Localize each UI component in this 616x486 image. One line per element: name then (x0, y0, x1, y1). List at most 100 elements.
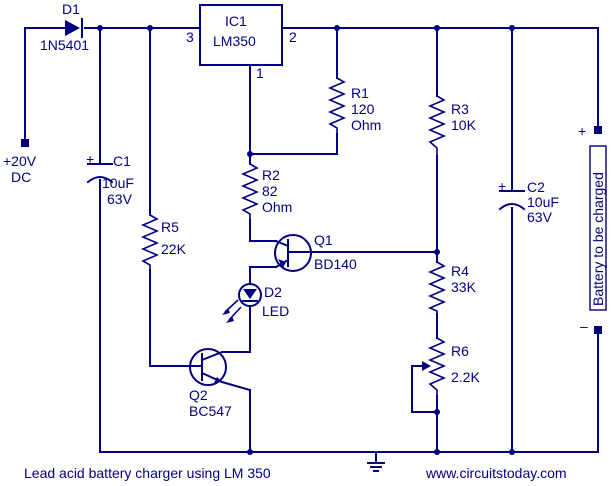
junction-dot (334, 25, 340, 31)
c1-ref-label: C1 (113, 153, 131, 169)
r5-value-label: 22K (161, 241, 187, 257)
ic1-pin-in-label: 3 (186, 29, 194, 45)
r5-to-q2-base-wire (149, 269, 191, 367)
q1-ref-label: Q1 (314, 232, 333, 248)
r6-wiper-wire (411, 365, 438, 413)
junction-dot (509, 25, 515, 31)
q2-collector-lead (200, 351, 251, 362)
q2-part-label: BC547 (189, 403, 232, 419)
r2-zigzag (240, 163, 260, 220)
d1-ref-label: D1 (62, 1, 80, 17)
input-type-label: DC (11, 169, 31, 185)
d1-part-label: 1N5401 (40, 37, 89, 53)
r5-ref-label: R5 (161, 219, 179, 235)
junctions (97, 25, 515, 455)
q2-emitter-lead (200, 371, 252, 392)
q2-arrow (214, 377, 222, 383)
r1-unit-label: Ohm (351, 117, 381, 133)
battery-minus-pad (594, 326, 602, 334)
transistor-q1: Q1 BD140 (274, 232, 357, 272)
diode-d1-triangle (65, 20, 80, 36)
battery-plus-label: + (578, 123, 586, 139)
q1-arrow (278, 259, 286, 268)
input-terminal-pad (21, 139, 29, 147)
r4-zigzag (427, 261, 447, 314)
q1-emitter-lead (274, 239, 290, 248)
ic1-pin-out-label: 2 (289, 29, 297, 45)
wires (24, 27, 599, 463)
r3-value-label: 10K (451, 117, 477, 133)
r6-wiper-arrow (422, 361, 431, 371)
resistor-r3: R3 10K (427, 95, 477, 156)
resistor-r2: R2 82 Ohm (240, 163, 292, 220)
ic1-body (199, 4, 283, 66)
c2-value-label: 10uF (527, 194, 559, 210)
c1-polarity-label: + (86, 151, 94, 167)
battery-label: Battery to be charged (590, 172, 606, 306)
diode-d1: D1 1N5401 (40, 1, 89, 53)
r2-ref-label: R2 (262, 167, 280, 183)
website-credit: www.circuitstoday.com (425, 465, 567, 481)
r3-zigzag (427, 95, 447, 156)
r6-zigzag (427, 337, 447, 396)
r2-to-q1-wire (249, 219, 277, 242)
resistor-r1: R1 120 Ohm (327, 77, 381, 134)
transistor-q2: Q2 BC547 (189, 348, 252, 419)
potentiometer-r6: R6 2.2K (422, 337, 480, 396)
capacitor-c1: + C1 10uF 63V (86, 151, 134, 207)
r1-ref-label: R1 (351, 85, 369, 101)
r5-zigzag (140, 214, 160, 270)
resistor-r4: R4 33K (427, 261, 477, 314)
q1-to-led-wire (249, 266, 277, 283)
r2-unit-label: Ohm (262, 199, 292, 215)
junction-dot (247, 151, 253, 157)
d2-triangle (243, 289, 257, 299)
c2-plate-bottom (498, 203, 526, 211)
q2-ref-label: Q2 (189, 387, 208, 403)
r4-ref-label: R4 (451, 263, 469, 279)
d2-part-label: LED (262, 303, 289, 319)
battery-minus-label: – (580, 318, 588, 334)
c1-plate-bottom (86, 176, 114, 184)
c1-voltage-label: 63V (107, 191, 133, 207)
r1-zigzag (327, 77, 347, 134)
input-terminal: +20V DC (3, 139, 37, 185)
q1-part-label: BD140 (314, 256, 357, 272)
r1-value-label: 120 (351, 101, 375, 117)
junction-dot (434, 449, 440, 455)
junction-dot (434, 25, 440, 31)
c2-ref-label: C2 (527, 179, 545, 195)
resistor-r5: R5 22K (140, 214, 187, 270)
input-voltage-label: +20V (3, 153, 37, 169)
schematic-caption: Lead acid battery charger using LM 350 (24, 465, 271, 481)
ic1-part-label: LM350 (213, 33, 256, 49)
ground-icon (367, 462, 385, 472)
input-wire (24, 27, 66, 141)
ic1-pin-adj-label: 1 (256, 65, 264, 81)
junction-dot (247, 449, 253, 455)
junction-dot (147, 25, 153, 31)
c2-polarity-label: + (498, 178, 506, 194)
junction-dot (97, 25, 103, 31)
d2-emit-arrow-1 (222, 308, 230, 315)
junction-dot (434, 249, 440, 255)
battery-label-box (589, 145, 607, 311)
ic1-ref-label: IC1 (225, 13, 247, 29)
led-d2: D2 LED (222, 283, 289, 323)
r6-value-label: 2.2K (451, 369, 480, 385)
r2-value-label: 82 (262, 183, 278, 199)
capacitor-c2: + C2 10uF 63V (498, 178, 559, 225)
d2-emit-arrow-2 (226, 316, 234, 323)
junction-dot (509, 449, 515, 455)
r4-value-label: 33K (451, 279, 477, 295)
c2-voltage-label: 63V (527, 209, 553, 225)
d2-body (238, 283, 262, 307)
battery-terminals: + – Battery to be charged (578, 123, 607, 334)
junction-dot (434, 409, 440, 415)
r6-ref-label: R6 (451, 343, 469, 359)
r1-bottom-wire (249, 133, 338, 155)
d2-ref-label: D2 (264, 284, 282, 300)
c1-value-label: 10uF (102, 175, 134, 191)
